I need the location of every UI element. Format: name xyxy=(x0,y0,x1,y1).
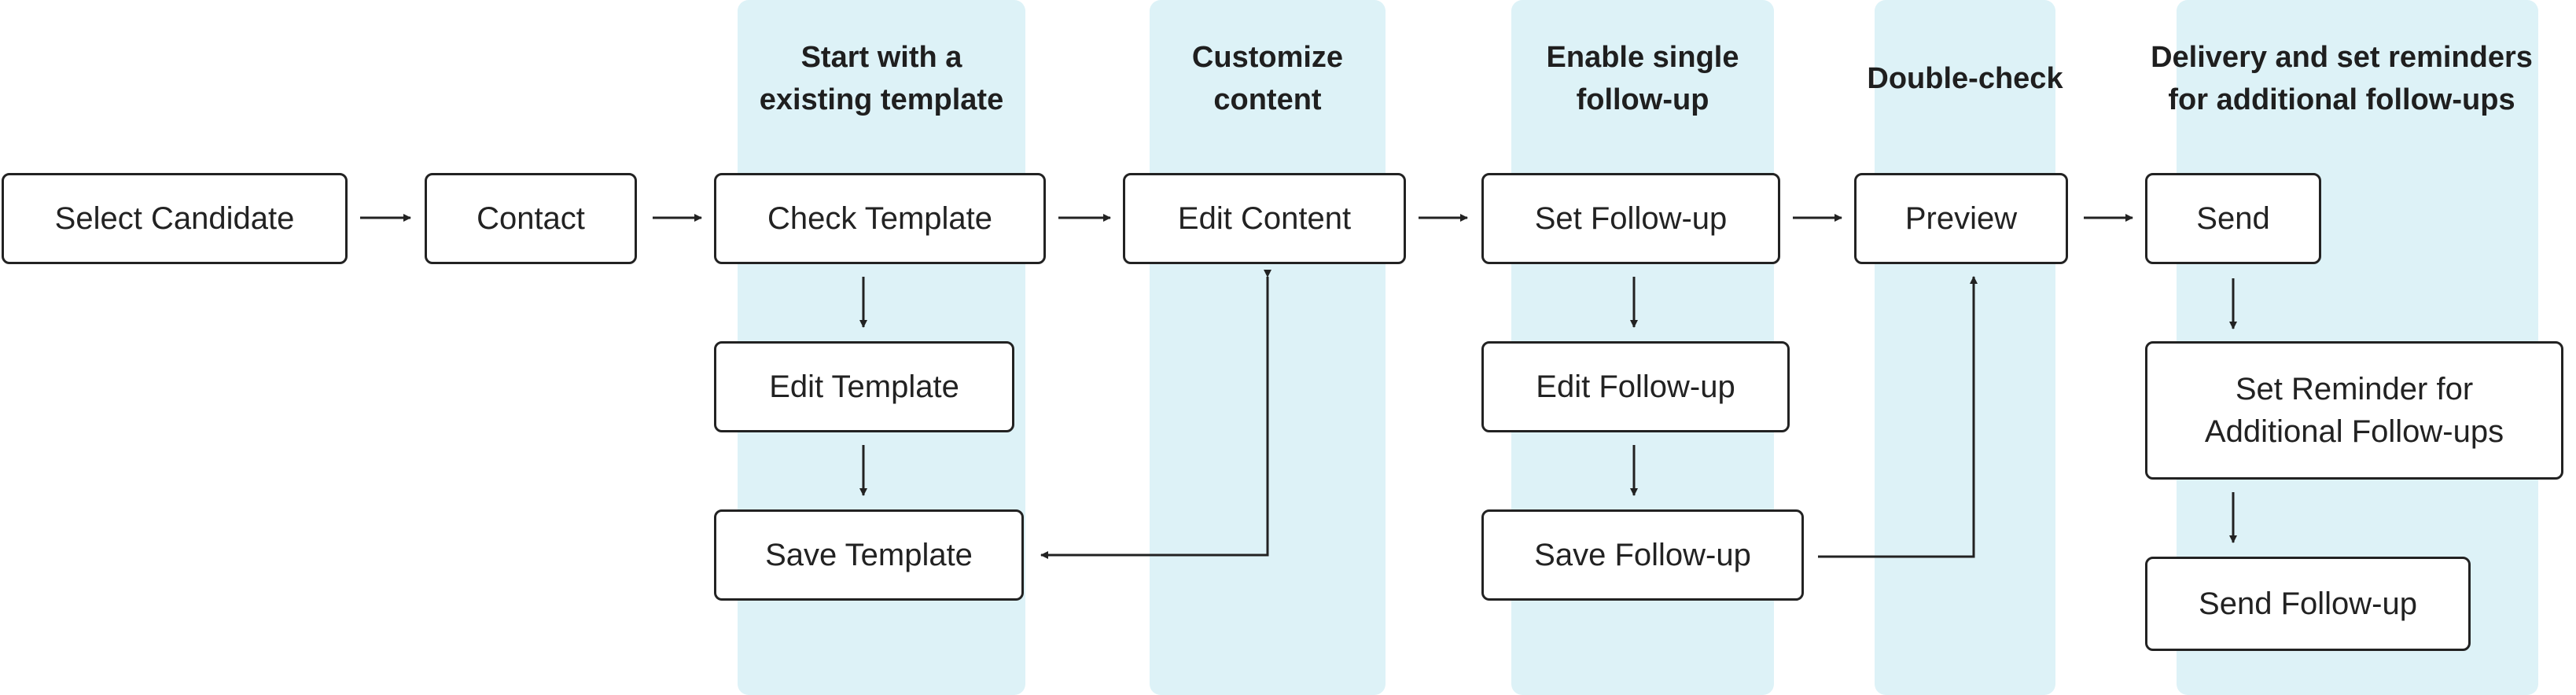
edit-template-node[interactable]: Edit Template xyxy=(714,341,1014,432)
send-node[interactable]: Send xyxy=(2145,173,2321,264)
lane-title-delivery: Delivery and set reminders for additiona… xyxy=(2151,41,2533,116)
select-candidate-node[interactable]: Select Candidate xyxy=(2,173,348,264)
lane-title-template: Start with a existing template xyxy=(759,41,1004,116)
edit-content-node[interactable]: Edit Content xyxy=(1123,173,1406,264)
edit-followup-node[interactable]: Edit Follow-up xyxy=(1481,341,1790,432)
preview-node[interactable]: Preview xyxy=(1854,173,2068,264)
contact-node[interactable]: Contact xyxy=(425,173,637,264)
set-followup-node[interactable]: Set Follow-up xyxy=(1481,173,1780,264)
lane-title-content: Customize content xyxy=(1191,41,1344,116)
save-template-node[interactable]: Save Template xyxy=(714,509,1024,601)
send-followup-node[interactable]: Send Follow-up xyxy=(2145,557,2471,651)
save-followup-node[interactable]: Save Follow-up xyxy=(1481,509,1804,601)
lane-title-check: Double-check xyxy=(1867,62,2063,95)
check-template-node[interactable]: Check Template xyxy=(714,173,1046,264)
set-reminder-node[interactable]: Set Reminder for Additional Follow-ups xyxy=(2145,341,2563,480)
lane-title-followup: Enable single follow-up xyxy=(1546,41,1739,116)
lane-check xyxy=(1875,0,2055,695)
